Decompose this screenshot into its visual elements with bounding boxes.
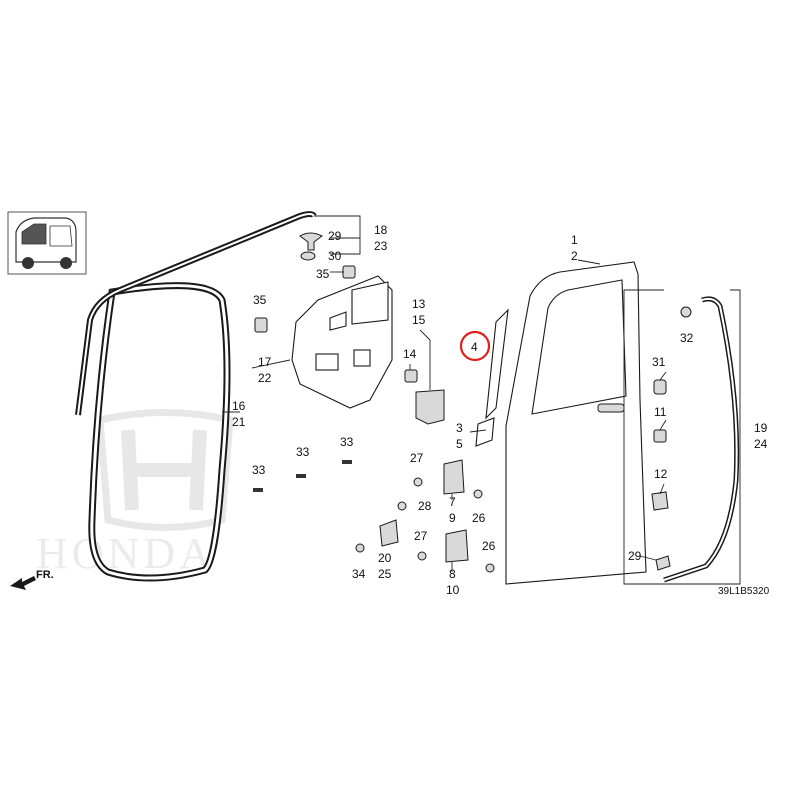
upper-hinge [443,459,465,495]
callout-22: 22 [258,371,272,385]
callout-26-lower: 26 [482,539,496,553]
direction-label: FR. [36,569,54,581]
callout-33-left: 33 [252,463,266,477]
callout-29-upper: 29 [328,229,342,243]
callout-13: 13 [412,297,426,311]
callout-35-left: 35 [253,293,267,307]
leader-lines [222,215,741,585]
callout-2: 2 [571,249,578,263]
stopper-part-31 [653,379,667,395]
rear-door-panel [505,261,647,585]
callout-7: 7 [449,495,456,509]
front-arrow-icon [10,576,36,590]
callout-24: 24 [754,437,768,451]
callout-34: 34 [352,567,366,581]
door-opening-weatherstrip [88,282,231,582]
callout-25: 25 [378,567,392,581]
callout-12: 12 [654,467,668,481]
bracket-part-20 [379,519,399,547]
callout-27-upper: 27 [410,451,424,465]
door-weatherstrip-right [663,296,740,583]
callout-19: 19 [754,421,768,435]
diagram-code: 39L1B5320 [718,586,770,597]
callout-33-right: 33 [340,435,354,449]
callout-27-lower: 27 [414,529,428,543]
callout-18: 18 [374,223,388,237]
roof-weatherstrip [75,211,317,416]
callout-11: 11 [654,405,667,419]
honda-watermark: HONDA [36,409,234,578]
clip-part-30 [300,251,316,261]
callout-29-lower: 29 [628,549,642,563]
bolt-set [355,477,495,573]
sash-trim-part-4 [485,308,509,420]
callout-32: 32 [680,331,694,345]
clip-part-33-set [253,460,352,492]
callout-35-upper: 35 [316,267,330,281]
callout-3: 3 [456,421,463,435]
callout-28: 28 [418,499,432,513]
callout-23: 23 [374,239,388,253]
callout-15: 15 [412,313,426,327]
callout-9: 9 [449,511,456,525]
clip-part-29-lower [655,555,671,571]
callout-33-middle: 33 [296,445,310,459]
watermark-brand-text: HONDA [36,529,215,578]
callout-21: 21 [232,415,246,429]
callout-1: 1 [571,233,578,247]
door-latch-assembly [415,340,445,425]
clip-part-29 [299,232,323,251]
callout-30: 30 [328,249,342,263]
door-sealing-panel [291,275,393,409]
callout-16: 16 [232,399,246,413]
callout-10: 10 [446,583,460,597]
nut-part-14 [404,369,418,383]
callout-8: 8 [449,567,456,581]
clip-part-32 [680,306,692,318]
highlight-circle [459,330,491,362]
callout-4: 4 [471,340,478,354]
stopper-part-12 [651,491,669,511]
honda-h-logo-watermark [96,409,234,531]
callout-labels: 1 2 3 4 5 7 8 9 10 11 12 13 14 15 16 17 … [232,223,768,597]
stopper-part-11 [653,429,667,443]
nut-part-35-left [254,317,268,333]
callout-31: 31 [652,355,666,369]
callout-14: 14 [403,347,417,361]
callout-20: 20 [378,551,392,565]
callout-26-upper: 26 [472,511,486,525]
lower-hinge [445,529,469,563]
callout-5: 5 [456,437,463,451]
vehicle-thumbnail [7,211,87,275]
callout-17: 17 [258,355,272,369]
trim-part-3 [475,417,495,447]
nut-part-35-upper [342,265,356,279]
front-direction-indicator: FR. [10,569,54,590]
